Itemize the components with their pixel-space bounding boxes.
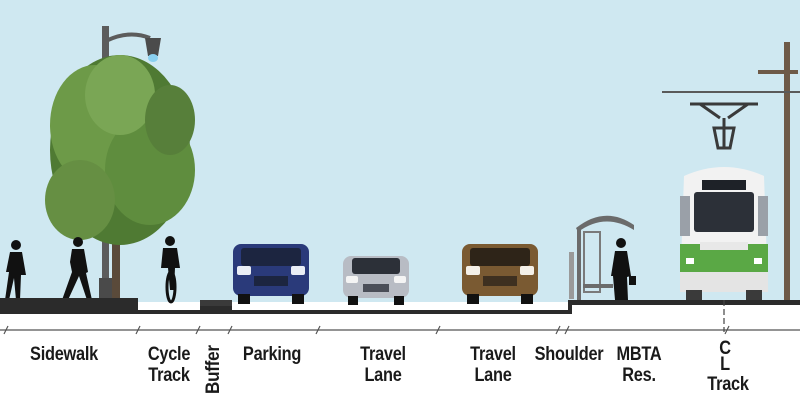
label-track-l: L <box>720 354 730 375</box>
label-travel-lane-2: Travel Lane <box>470 344 516 386</box>
dimension-line <box>0 325 800 335</box>
label-travel-lane-1: Travel Lane <box>360 344 406 386</box>
car-icon <box>343 256 409 305</box>
label-mbta-res: MBTA Res. <box>616 344 662 386</box>
car-icon <box>462 244 538 304</box>
ground <box>0 302 800 405</box>
label-track: Track <box>707 374 749 395</box>
label-sidewalk: Sidewalk <box>30 344 98 365</box>
label-parking: Parking <box>242 344 302 365</box>
pedestrian-icon <box>611 238 636 300</box>
label-cycle-track: Cycle Track <box>147 344 191 386</box>
bus-shelter-icon <box>569 215 634 300</box>
cyclist-icon <box>161 236 180 304</box>
pedestrian-icon <box>5 240 26 300</box>
tram-icon <box>680 102 768 300</box>
pedestrian-icon <box>62 237 92 300</box>
label-shoulder: Shoulder <box>534 344 604 365</box>
car-icon <box>233 244 309 304</box>
label-track-c: C <box>719 338 731 359</box>
label-buffer: Buffer <box>203 345 224 394</box>
buffer-curb <box>200 300 232 306</box>
tree-icon <box>45 55 195 300</box>
utility-pole-icon <box>662 42 800 300</box>
